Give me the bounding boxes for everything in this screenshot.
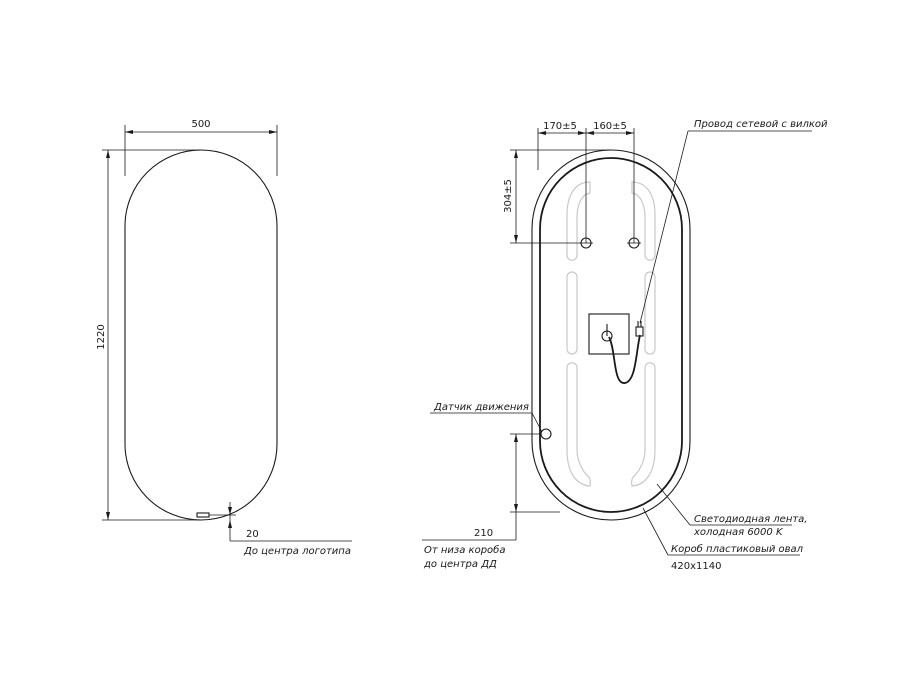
led-strip-middle-left (566, 271, 578, 355)
cable-leader-line (639, 130, 689, 324)
plug-icon (635, 321, 644, 337)
led-note-line1: Светодиодная лента, (694, 514, 808, 525)
hook-spacing-left-label: 170±5 (543, 121, 577, 132)
width-arrow-left (125, 130, 133, 134)
plastic-box-outline (539, 157, 683, 513)
width-label: 500 (191, 119, 210, 130)
logo-note: До центра логотипа (243, 546, 351, 557)
motion-sensor (540, 428, 552, 440)
hook-height-arrow-bottom (514, 235, 518, 243)
box-note: Короб пластиковый овал (671, 543, 804, 555)
sensor-height-arrow-top (514, 434, 518, 442)
logo-mark (196, 512, 210, 518)
front-view: 500 1220 20 До центра логотипа (96, 119, 352, 557)
back-view: 170±5 160±5 304±5 Провод сетевой с вилко… (422, 119, 828, 572)
hook-spacing-arrow-2 (578, 131, 586, 135)
sensor-height-label: 210 (474, 528, 493, 539)
power-socket-icon (601, 324, 613, 342)
hook-spacing-right-label: 160±5 (593, 121, 627, 132)
hook-height-label: 304±5 (503, 179, 514, 213)
height-arrow-top (106, 150, 110, 158)
sensor-note-line2: до центра ДД (423, 559, 497, 570)
led-strip-top-right (631, 181, 656, 261)
mirror-outline (124, 149, 278, 521)
width-arrow-right (269, 130, 277, 134)
logo-arrow-bottom (228, 520, 232, 528)
led-note-line2: холодная 6000 K (693, 527, 784, 538)
hook-spacing-arrow-1 (538, 131, 546, 135)
hook-spacing-arrow-4 (626, 131, 634, 135)
hook-height-arrow-top (514, 150, 518, 158)
led-strip-middle-right (644, 271, 656, 355)
box-size-label: 420х1140 (671, 561, 721, 572)
led-strip-bottom-left (566, 362, 591, 487)
led-strip-bottom-right (631, 362, 656, 487)
logo-offset-label: 20 (246, 529, 259, 540)
led-leader-line (656, 483, 691, 526)
sensor-note-line1: От низа короба (424, 544, 505, 556)
led-strip-top-left (566, 181, 591, 261)
power-box (588, 313, 630, 355)
mirror-back-outline (531, 149, 691, 521)
height-label: 1220 (96, 324, 107, 349)
hook-spacing-arrow-3 (586, 131, 594, 135)
sensor-note: Датчик движения (433, 402, 529, 413)
sensor-leader-line (531, 412, 543, 433)
sensor-height-arrow-bottom (514, 504, 518, 512)
box-leader-line (642, 507, 669, 556)
height-arrow-bottom (106, 512, 110, 520)
cable-note: Провод сетевой с вилкой (694, 119, 828, 130)
power-cable (608, 334, 641, 384)
logo-arrow-top (228, 507, 232, 515)
